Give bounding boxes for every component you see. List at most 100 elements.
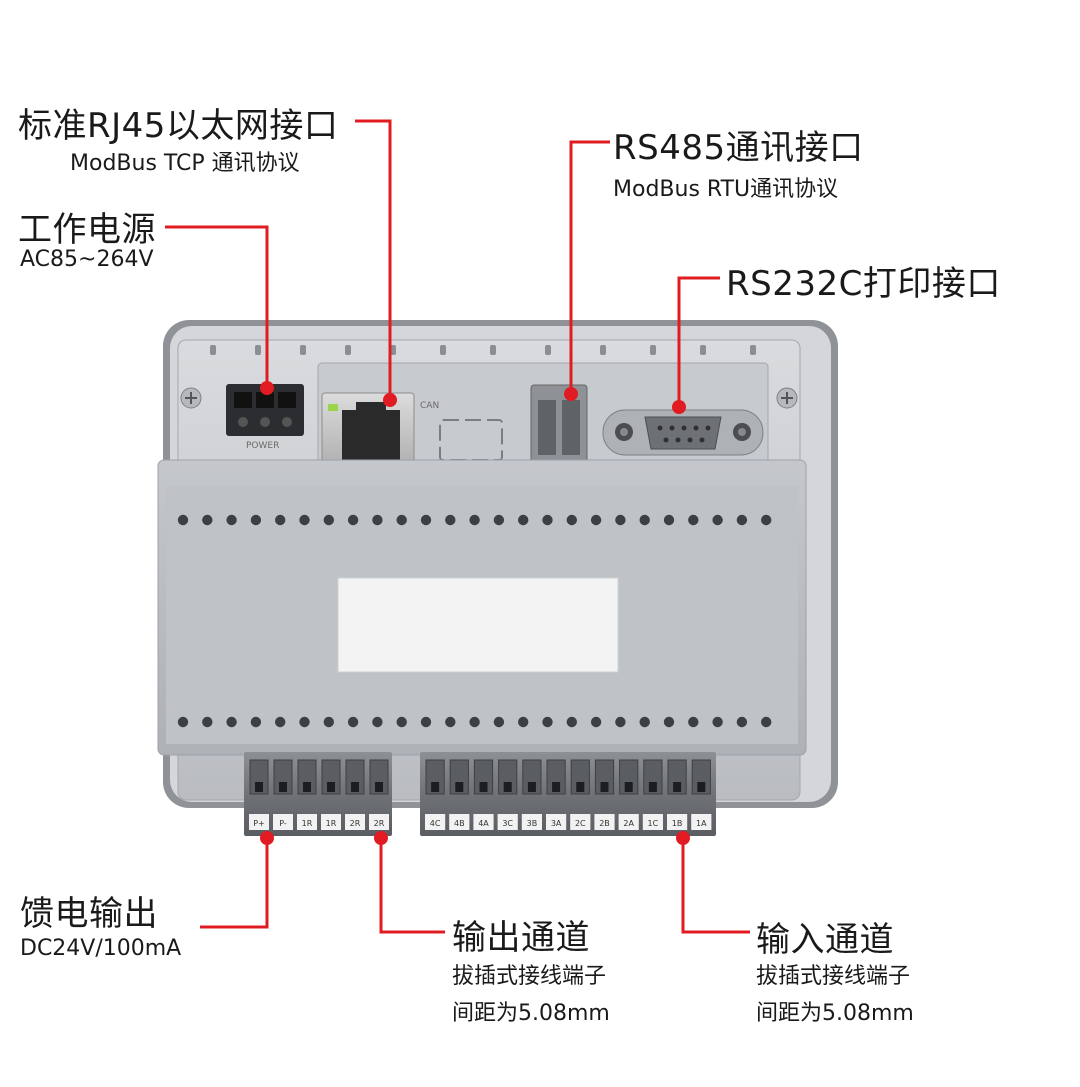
terminal-screw[interactable] xyxy=(425,759,445,795)
terminal-label: 1C xyxy=(648,819,659,828)
terminal-label-plate xyxy=(691,814,712,830)
vent-hole xyxy=(542,716,553,728)
terminal-label-plate xyxy=(321,814,341,830)
vent-hole xyxy=(347,514,359,526)
vent-hole xyxy=(347,716,359,728)
rs485-callout-sub: ModBus RTU通讯协议 xyxy=(613,177,839,202)
terminal-label-plate xyxy=(497,814,518,830)
vent-hole xyxy=(761,514,772,526)
terminal-hole xyxy=(479,782,488,792)
terminal-screw[interactable] xyxy=(643,759,663,795)
terminal-screw[interactable] xyxy=(273,759,293,795)
feed-callout-sub: DC24V/100mA xyxy=(20,936,182,961)
terminal-screw[interactable] xyxy=(594,759,615,795)
vent-holes xyxy=(177,514,772,728)
vent-hole xyxy=(615,716,626,728)
terminal-hole xyxy=(327,782,335,792)
terminal-screw[interactable] xyxy=(369,759,389,795)
vent-hole xyxy=(736,716,748,728)
terminal-label: 2C xyxy=(575,819,586,828)
vent-hole xyxy=(420,514,432,526)
input-callout-line2: 间距为5.08mm xyxy=(756,1001,914,1026)
terminal-hole xyxy=(576,782,585,792)
vent-hole xyxy=(226,716,237,728)
terminal-screw[interactable] xyxy=(570,759,590,795)
terminal-label: P- xyxy=(279,819,287,828)
vent-hole xyxy=(566,716,577,728)
terminal-label-plate xyxy=(594,814,615,830)
terminal-hole xyxy=(503,782,512,792)
vent-hole xyxy=(688,514,699,526)
terminal-hole xyxy=(600,782,609,792)
vent-hole xyxy=(663,716,675,728)
rj45-callout-title: 标准RJ45以太网接口 xyxy=(18,106,339,146)
terminal-screw[interactable] xyxy=(522,759,542,795)
terminal-label: 4C xyxy=(430,819,441,828)
terminal-label-plate xyxy=(249,814,269,830)
terminal-hole xyxy=(673,782,682,792)
output-callout-line2: 间距为5.08mm xyxy=(452,1001,610,1026)
vent-hole xyxy=(590,514,602,526)
vent-hole xyxy=(275,716,286,728)
terminal-screw[interactable] xyxy=(321,759,341,795)
rs485-callout-title: RS485通讯接口 xyxy=(613,128,864,168)
terminal-label-plate xyxy=(642,814,663,830)
terminal-label: 4B xyxy=(454,819,465,828)
vent-hole xyxy=(518,514,529,526)
vent-hole xyxy=(323,716,334,728)
terminal-hole xyxy=(255,782,263,792)
power-connector: POWER xyxy=(226,384,304,451)
output-callout-line1: 拔插式接线端子 xyxy=(452,964,607,989)
terminal-screw[interactable] xyxy=(345,759,365,795)
terminal-hole xyxy=(431,782,440,792)
terminal-label-plate xyxy=(273,814,293,830)
vent-hole xyxy=(493,514,505,526)
terminal-label-plate xyxy=(425,814,446,830)
leader-lines xyxy=(165,119,750,934)
terminal-label: 4A xyxy=(478,819,489,828)
power-callout-sub: AC85~264V xyxy=(20,247,154,272)
vent-hole xyxy=(177,514,189,526)
terminal-label: 3A xyxy=(551,819,562,828)
feed-callout-title: 馈电输出 xyxy=(20,894,158,934)
vent-hole xyxy=(566,514,577,526)
vent-hole xyxy=(615,514,626,526)
terminal-screw[interactable] xyxy=(691,759,711,795)
terminal-screw[interactable] xyxy=(619,759,639,795)
vent-hole xyxy=(761,716,772,728)
terminal-label-plate xyxy=(570,814,591,830)
vent-hole xyxy=(396,514,407,526)
power-callout-title: 工作电源 xyxy=(18,210,156,250)
terminal-label: 1R xyxy=(326,819,337,828)
terminal-label-plate xyxy=(369,814,389,830)
terminal-label: 1A xyxy=(696,819,707,828)
terminal-label-plate xyxy=(546,814,567,830)
vent-hole xyxy=(712,514,723,526)
vent-hole xyxy=(493,716,505,728)
terminal-screw[interactable] xyxy=(297,759,317,795)
vent-hole xyxy=(518,716,529,728)
terminal-label: P+ xyxy=(253,819,265,828)
vent-hole xyxy=(542,514,553,526)
vent-hole xyxy=(250,716,262,728)
vent-hole xyxy=(445,514,456,526)
db9-connector: COM2/COM3 xyxy=(602,409,764,481)
label-plate xyxy=(337,577,619,673)
vent-hole xyxy=(202,716,213,728)
terminal-screw[interactable] xyxy=(546,759,566,795)
terminal-hole xyxy=(697,782,706,792)
terminal-screw[interactable] xyxy=(473,759,494,795)
can-silkscreen-label: CAN xyxy=(420,401,439,411)
terminal-screw[interactable] xyxy=(667,759,687,795)
vent-hole xyxy=(712,716,723,728)
terminal-hole xyxy=(351,782,359,792)
terminal-label: 2B xyxy=(599,819,610,828)
terminal-screw[interactable] xyxy=(449,759,469,795)
terminal-screw[interactable] xyxy=(498,759,518,795)
vent-hole xyxy=(299,514,310,526)
terminal-screw[interactable] xyxy=(249,759,269,795)
vent-hole xyxy=(372,514,383,526)
terminal-hole xyxy=(552,782,561,792)
